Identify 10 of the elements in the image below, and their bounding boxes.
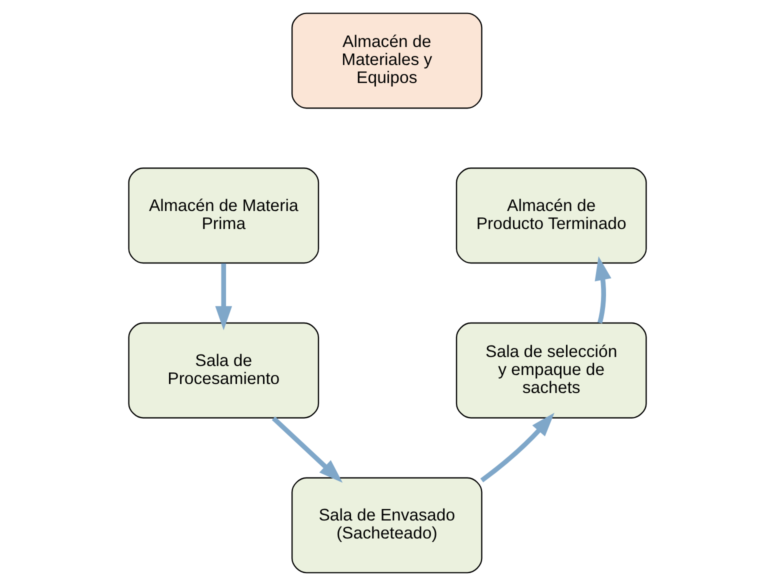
arrow: [480, 412, 554, 482]
node-box: Almacén de Materia Prima: [128, 168, 320, 264]
arrow: [594, 256, 612, 324]
node-box: Sala de Procesamiento: [128, 322, 320, 418]
node-box: Almacén de Producto Terminado: [456, 168, 647, 264]
node-box: Sala de selección y empaque de sachets: [456, 322, 647, 418]
node-box: Almacén de Materiales y Equipos: [291, 12, 482, 109]
arrow: [272, 416, 343, 483]
node-box: Sala de Envasado (Sacheteado): [291, 477, 482, 574]
arrow: [215, 263, 232, 330]
